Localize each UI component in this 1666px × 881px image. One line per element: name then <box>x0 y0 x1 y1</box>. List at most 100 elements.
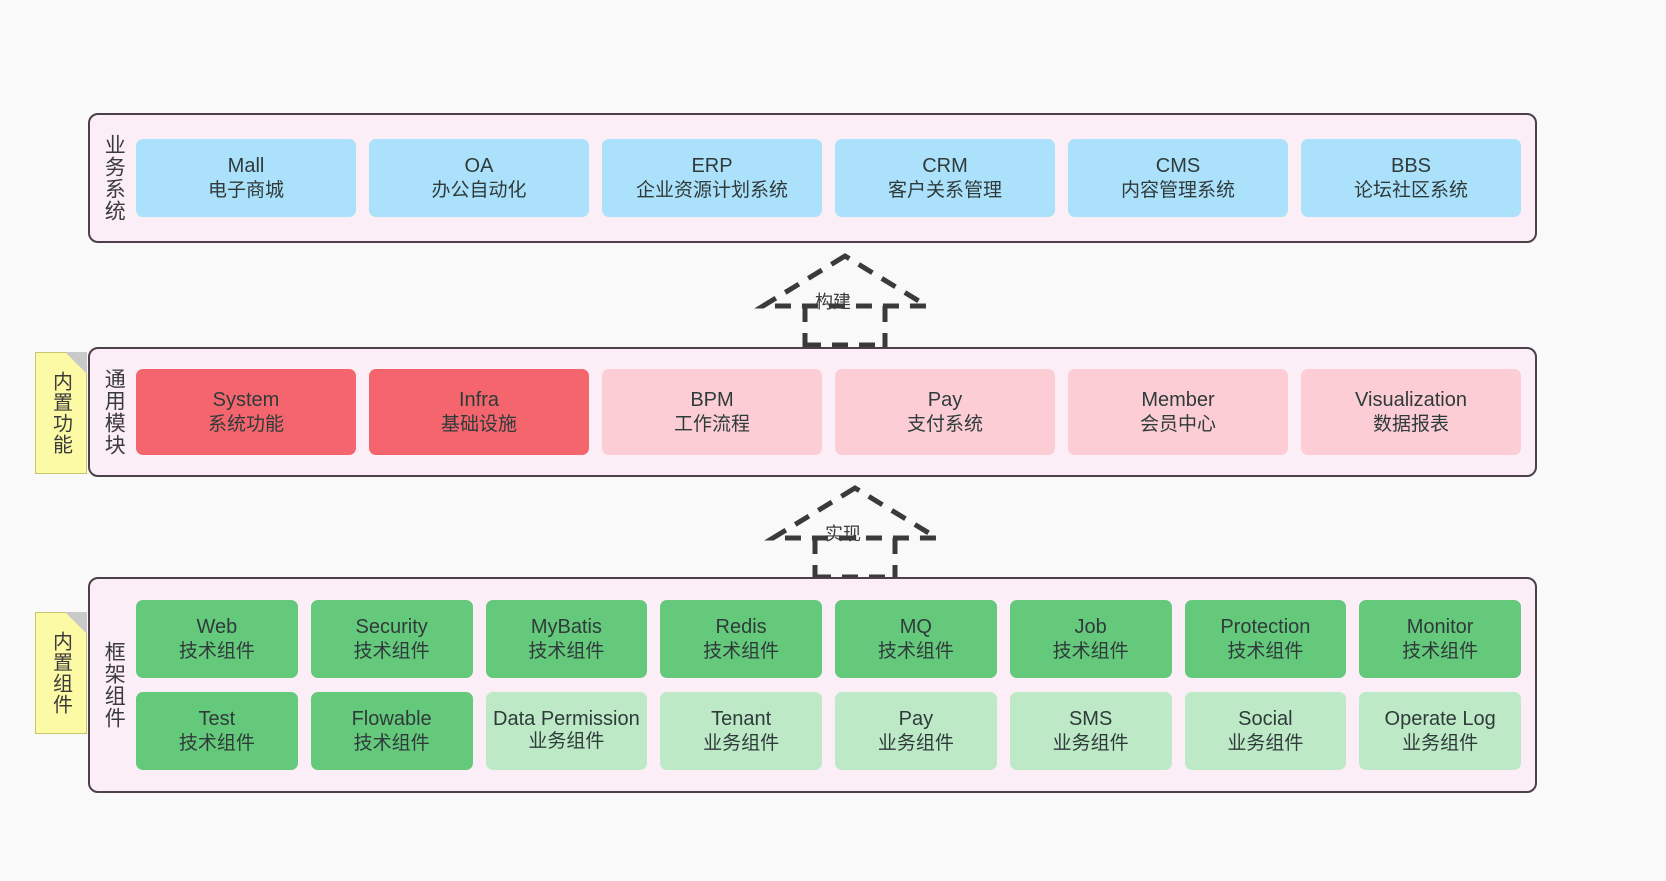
sticky-note-builtin-functions[interactable]: 内置功能 <box>35 352 87 474</box>
box-system[interactable]: System 系统功能 <box>136 369 356 455</box>
box-title-en: Infra <box>458 389 500 412</box>
box-title-en: Job <box>1074 616 1107 639</box>
layer-common-module[interactable]: 通用模块 System 系统功能 Infra 基础设施 BPM 工作流程 Pay… <box>88 347 1537 477</box>
box-title-cn: 基础设施 <box>440 413 517 435</box>
box-title-cn: 技术组件 <box>178 732 255 754</box>
box-social[interactable]: Social 业务组件 <box>1184 692 1347 770</box>
layer-title-common: 通用模块 <box>102 368 126 456</box>
box-title-cn: 客户关系管理 <box>887 179 1002 201</box>
box-title-cn: 办公自动化 <box>431 179 527 201</box>
box-title-cn: 系统功能 <box>207 413 284 435</box>
box-row: System 系统功能 Infra 基础设施 BPM 工作流程 Pay 支付系统… <box>136 369 1521 455</box>
box-flowable[interactable]: Flowable 技术组件 <box>310 692 473 770</box>
box-title-cn: 技术组件 <box>877 640 954 662</box>
box-title-en: Visualization <box>1355 389 1467 412</box>
box-row: Test 技术组件 Flowable 技术组件 Data Permission … <box>136 692 1521 770</box>
box-title-en: System <box>212 389 280 412</box>
box-crm[interactable]: CRM 客户关系管理 <box>835 139 1055 217</box>
box-title-en: Pay <box>927 389 963 412</box>
box-title-cn: 技术组件 <box>353 732 430 754</box>
box-title-cn: 技术组件 <box>1402 640 1479 662</box>
box-title-en: Data Permission <box>493 708 640 731</box>
box-cms[interactable]: CMS 内容管理系统 <box>1068 139 1288 217</box>
layer-business-system[interactable]: 业务系统 Mall 电子商城 OA 办公自动化 ERP 企业资源计划系统 CRM… <box>88 113 1537 243</box>
box-oa[interactable]: OA 办公自动化 <box>369 139 589 217</box>
box-title-en: OA <box>464 155 494 178</box>
box-title-cn: 会员中心 <box>1139 413 1216 435</box>
box-title-en: ERP <box>691 155 733 178</box>
box-infra[interactable]: Infra 基础设施 <box>369 369 589 455</box>
box-title-en: MQ <box>899 616 932 639</box>
box-title-cn: 技术组件 <box>1052 640 1129 662</box>
box-data-permission[interactable]: Data Permission 业务组件 <box>485 692 648 770</box>
box-job[interactable]: Job 技术组件 <box>1009 600 1172 678</box>
box-title-cn: 技术组件 <box>703 640 780 662</box>
sticky-note-builtin-components[interactable]: 内置组件 <box>35 612 87 734</box>
box-title-en: Tenant <box>711 708 772 731</box>
layer-title-framework: 框架组件 <box>102 641 126 729</box>
box-mq[interactable]: MQ 技术组件 <box>835 600 997 678</box>
box-mall[interactable]: Mall 电子商城 <box>136 139 356 217</box>
box-title-en: Member <box>1141 389 1215 412</box>
box-operate-log[interactable]: Operate Log 业务组件 <box>1359 692 1521 770</box>
box-erp[interactable]: ERP 企业资源计划系统 <box>602 139 822 217</box>
box-redis[interactable]: Redis 技术组件 <box>660 600 822 678</box>
box-title-cn: 技术组件 <box>528 640 605 662</box>
connector-label-implement: 实现 <box>825 524 861 544</box>
box-protection[interactable]: Protection 技术组件 <box>1184 600 1347 678</box>
box-title-cn: 业务组件 <box>528 731 605 753</box>
box-title-cn: 企业资源计划系统 <box>635 179 788 201</box>
box-title-cn: 技术组件 <box>1227 640 1304 662</box>
box-row: Mall 电子商城 OA 办公自动化 ERP 企业资源计划系统 CRM 客户关系… <box>136 139 1521 217</box>
connector-label-build: 构建 <box>815 292 851 312</box>
sticky-note-label: 内置组件 <box>49 631 72 715</box>
box-sms[interactable]: SMS 业务组件 <box>1009 692 1172 770</box>
box-tenant[interactable]: Tenant 业务组件 <box>660 692 822 770</box>
box-title-en: Operate Log <box>1384 708 1496 731</box>
box-title-en: Monitor <box>1406 616 1474 639</box>
box-title-en: BPM <box>690 389 734 412</box>
layer-framework-component[interactable]: 框架组件 Web 技术组件 Security 技术组件 MyBatis 技术组件… <box>88 577 1537 793</box>
layer-body-common: System 系统功能 Infra 基础设施 BPM 工作流程 Pay 支付系统… <box>136 349 1535 475</box>
box-title-en: Social <box>1238 708 1293 731</box>
connector-build: 构建 <box>745 248 945 348</box>
generalization-arrow-icon <box>754 253 936 348</box>
box-title-en: Protection <box>1220 616 1311 639</box>
box-title-en: CRM <box>922 155 968 178</box>
box-monitor[interactable]: Monitor 技术组件 <box>1359 600 1521 678</box>
box-title-cn: 业务组件 <box>1402 732 1479 754</box>
box-title-en: Security <box>355 616 428 639</box>
box-web[interactable]: Web 技术组件 <box>136 600 298 678</box>
sticky-note-label: 内置功能 <box>49 371 72 455</box>
box-title-en: MyBatis <box>530 616 602 639</box>
box-row: Web 技术组件 Security 技术组件 MyBatis 技术组件 Redi… <box>136 600 1521 678</box>
box-title-cn: 业务组件 <box>1227 732 1304 754</box>
box-title-cn: 内容管理系统 <box>1120 179 1235 201</box>
box-test[interactable]: Test 技术组件 <box>136 692 298 770</box>
box-title-en: Flowable <box>351 708 432 731</box>
box-security[interactable]: Security 技术组件 <box>310 600 473 678</box>
generalization-arrow-icon <box>764 485 946 580</box>
connector-implement: 实现 <box>755 480 955 580</box>
box-pay-module[interactable]: Pay 支付系统 <box>835 369 1055 455</box>
box-title-cn: 业务组件 <box>703 732 780 754</box>
box-title-en: CMS <box>1155 155 1201 178</box>
box-title-cn: 技术组件 <box>353 640 430 662</box>
box-mybatis[interactable]: MyBatis 技术组件 <box>485 600 648 678</box>
box-bbs[interactable]: BBS 论坛社区系统 <box>1301 139 1521 217</box>
box-pay-component[interactable]: Pay 业务组件 <box>835 692 997 770</box>
box-title-en: Web <box>196 616 238 639</box>
layer-body-framework: Web 技术组件 Security 技术组件 MyBatis 技术组件 Redi… <box>136 579 1535 791</box>
box-visualization[interactable]: Visualization 数据报表 <box>1301 369 1521 455</box>
box-title-cn: 业务组件 <box>877 732 954 754</box>
box-title-en: SMS <box>1068 708 1113 731</box>
box-bpm[interactable]: BPM 工作流程 <box>602 369 822 455</box>
box-member[interactable]: Member 会员中心 <box>1068 369 1288 455</box>
box-title-cn: 工作流程 <box>673 413 750 435</box>
box-title-cn: 技术组件 <box>178 640 255 662</box>
layer-body-business: Mall 电子商城 OA 办公自动化 ERP 企业资源计划系统 CRM 客户关系… <box>136 115 1535 241</box>
box-title-en: Mall <box>227 155 265 178</box>
layer-title-business: 业务系统 <box>102 134 126 222</box>
box-title-cn: 业务组件 <box>1052 732 1129 754</box>
